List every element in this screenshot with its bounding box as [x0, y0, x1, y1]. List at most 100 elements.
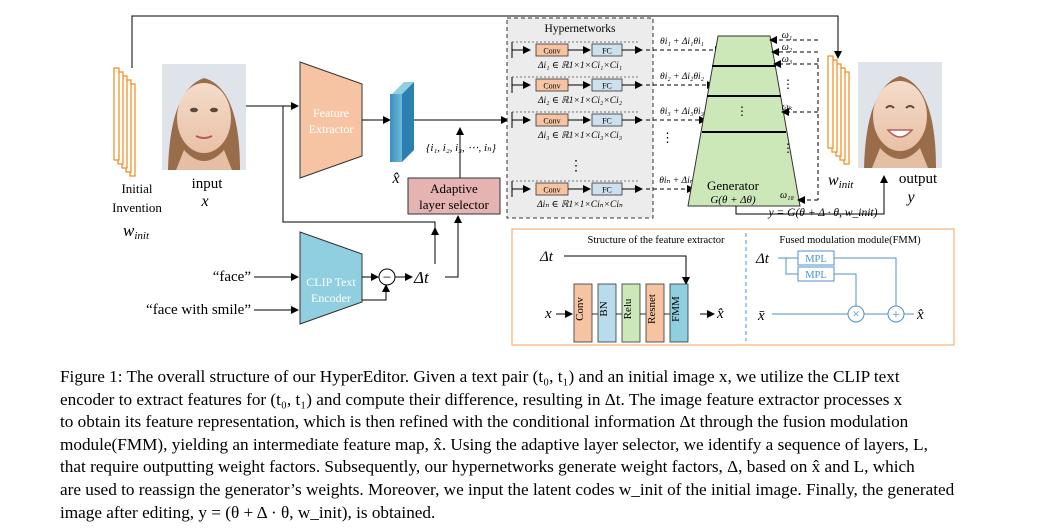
input-var: x	[200, 193, 208, 210]
arrow-dt-to-selector	[445, 215, 462, 278]
fmm-delta-t: Δt	[755, 251, 770, 267]
fmm-mpl2-to-mult	[834, 273, 857, 306]
input-label: input	[192, 176, 224, 192]
delta-label-1: Δi₁ ∈ ℝ1×1×Ci₁×Ci₁	[537, 61, 622, 71]
caption-line-4: module(FMM), yielding an intermediate fe…	[60, 434, 928, 454]
multiply-symbol: ×	[852, 306, 859, 321]
caption-line-1: Figure 1: The overall structure of our H…	[60, 367, 900, 386]
fe-block-1	[573, 283, 593, 343]
architecture-diagram: Initial Invention winit input x Feature …	[112, 15, 955, 346]
feature-extractor-label-1: Feature	[313, 106, 349, 120]
layer-set-label: {i₁, i₂, i₃, ⋯, iₙ}	[426, 142, 497, 154]
generator-label-1: Generator	[707, 178, 760, 193]
fe-blocks: Conv BN Relu Resnet FMM	[573, 283, 689, 343]
clip-label-1: CLIP Text	[306, 275, 356, 289]
latent-skip-arrow	[131, 15, 842, 68]
initial-invention-label-1: Initial	[121, 181, 152, 196]
fmm-title: Fused modulation module(FMM)	[779, 235, 921, 246]
fe-structure-title: Structure of the feature extractor	[587, 235, 725, 246]
fe-delta-t: Δt	[539, 249, 554, 265]
fe-block-label-5: FMM	[670, 296, 682, 322]
theta-vdots: ⋮	[661, 130, 674, 145]
output-line	[735, 178, 885, 215]
caption-line-2: encoder to extract features for (t₀, t₁)…	[60, 389, 903, 409]
face-photo-input	[162, 64, 246, 170]
caption-line-7: image after editing, y = (θ + Δ · θ, w_i…	[60, 502, 436, 522]
text-prompt-face-smile: “face with smile”	[146, 302, 251, 318]
fc-label-2: FC	[602, 82, 612, 91]
omega-label-1: ω₁	[782, 30, 793, 41]
x-hat-feature-map	[390, 82, 414, 162]
omega-label-5: ω₁₈	[780, 190, 795, 201]
fmm-input-xbar: x̄	[757, 308, 765, 324]
delta-label-3: Δi₃ ∈ ℝ1×1×Ci₃×Ci₃	[537, 131, 622, 141]
fe-output-xhat: x̂	[716, 306, 724, 322]
hyper-vdots: ⋮	[569, 159, 583, 174]
fe-block-label-2: BN	[598, 301, 610, 316]
output-equation: y = G(θ + Δ · θ, w_init)	[768, 207, 878, 219]
adaptive-selector-label-2: layer selector	[419, 197, 489, 212]
latent-stack-left	[113, 67, 136, 177]
generator-block	[687, 35, 801, 207]
fe-block-3	[621, 283, 641, 343]
plus-symbol: +	[892, 308, 900, 323]
w-init-right: winit	[828, 172, 854, 191]
omega-label-4: ωₖ	[782, 102, 793, 113]
conv-label-3: Conv	[543, 117, 560, 126]
conv-label-1: Conv	[543, 47, 560, 56]
delta-t-label: Δt	[413, 268, 430, 287]
caption-line-5: that require outputting weight factors. …	[60, 457, 915, 477]
fmm-dt-branch	[785, 258, 798, 275]
generator-label-2: G(θ + Δθ)	[710, 194, 756, 206]
w-init-left: winit	[123, 221, 150, 242]
text-prompt-face: “face”	[213, 269, 251, 285]
fe-block-label-4: Resnet	[646, 294, 658, 324]
feature-extractor-label-2: Extractor	[309, 122, 354, 136]
clip-text-encoder-block	[299, 231, 363, 325]
conv-label-4: Conv	[543, 186, 560, 195]
omega-vdots-2: ⋮	[782, 141, 794, 155]
fe-dt-arrow	[564, 255, 690, 285]
mpl-label-1: MPL	[805, 254, 827, 265]
fe-block-label-1: Conv	[574, 297, 586, 321]
adaptive-selector-label-1: Adaptive	[430, 181, 478, 196]
figure-caption: Figure 1: The overall structure of our H…	[60, 366, 1040, 524]
fe-block-5	[669, 283, 689, 343]
fc-label-4: FC	[602, 186, 612, 195]
arrow-clip-to-minus-2	[362, 284, 390, 301]
hypernetworks-title: Hypernetworks	[545, 23, 616, 35]
delta-label-4: Δiₙ ∈ ℝ1×1×Ciₙ×Ciₙ	[536, 200, 623, 210]
generator-vdots: ⋮	[736, 104, 748, 118]
minus-symbol: −	[383, 270, 391, 286]
face-photo-output	[858, 62, 942, 168]
fe-block-2	[597, 283, 617, 343]
fc-label-3: FC	[602, 117, 612, 126]
fmm-output-xhat: x̂	[916, 307, 924, 323]
omega-label-3: ω₃	[782, 54, 793, 65]
omega-label-2: ω₂	[782, 42, 793, 53]
theta-label-2: θi₂ + Δi₂θi₂	[660, 72, 705, 82]
theta-label-3: θi₃ + Δi₃θi₃	[660, 107, 704, 117]
x-hat-label: x̂	[391, 170, 399, 187]
output-var: y	[905, 189, 915, 206]
caption-line-6: are used to reassign the generator’s wei…	[60, 479, 955, 499]
latent-stack-right	[827, 55, 850, 165]
omega-vdots-1: ⋮	[782, 77, 794, 91]
fe-input-x: x	[544, 306, 552, 322]
fe-block-4	[645, 283, 665, 343]
clip-label-2: Encoder	[311, 291, 351, 305]
adaptive-layer-selector	[407, 177, 501, 215]
caption-line-3: to obtain its feature representation, wh…	[60, 412, 909, 432]
fe-block-label-3: Relu	[622, 298, 634, 319]
hypernetworks-panel	[506, 17, 654, 219]
delta-label-2: Δi₂ ∈ ℝ1×1×Ci₂×Ci₂	[537, 96, 623, 106]
mpl-label-2: MPL	[805, 270, 827, 281]
initial-invention-label-2: Invention	[112, 200, 162, 215]
output-label: output	[899, 171, 938, 187]
fmm-mpl1-to-plus	[834, 257, 897, 306]
fc-label-1: FC	[602, 47, 612, 56]
